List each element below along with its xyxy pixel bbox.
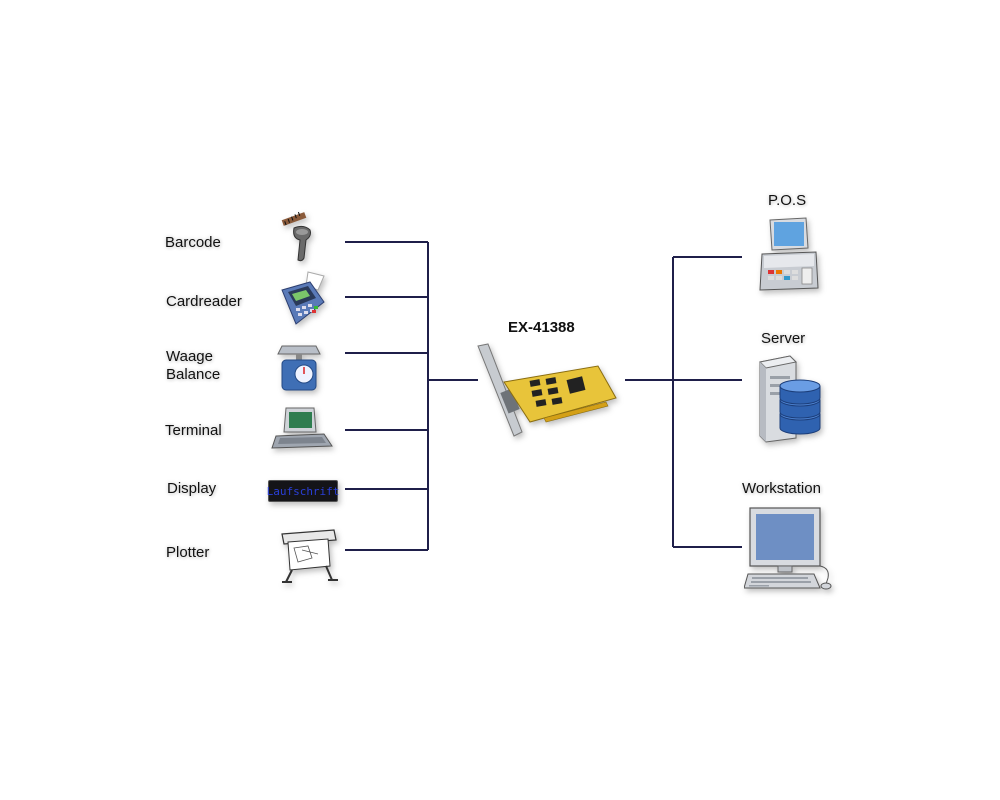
label-waage-balance: Waage Balance bbox=[166, 348, 221, 383]
pci-serial-card-icon bbox=[477, 343, 617, 437]
label-plotter: Plotter bbox=[166, 544, 210, 561]
cardreader-icon bbox=[281, 271, 325, 325]
card-title: EX-41388 bbox=[508, 319, 575, 336]
scale-icon bbox=[277, 345, 321, 391]
server-database-icon bbox=[758, 355, 821, 443]
label-terminal: Terminal bbox=[165, 422, 222, 439]
barcode-scanner-icon bbox=[281, 211, 311, 262]
led-display-icon: Laufschrift bbox=[266, 480, 340, 502]
label-server: Server bbox=[761, 330, 806, 347]
workstation-computer-icon bbox=[744, 507, 832, 590]
display-screen-text: Laufschrift bbox=[266, 484, 340, 498]
pos-terminal-icon bbox=[759, 217, 819, 291]
label-barcode: Barcode bbox=[165, 234, 221, 251]
label-pos: P.O.S bbox=[768, 192, 807, 209]
label-workstation: Workstation bbox=[742, 480, 821, 497]
plotter-icon bbox=[281, 529, 338, 583]
terminal-icon bbox=[271, 407, 333, 449]
label-cardreader: Cardreader bbox=[166, 293, 242, 310]
label-display: Display bbox=[167, 480, 217, 497]
